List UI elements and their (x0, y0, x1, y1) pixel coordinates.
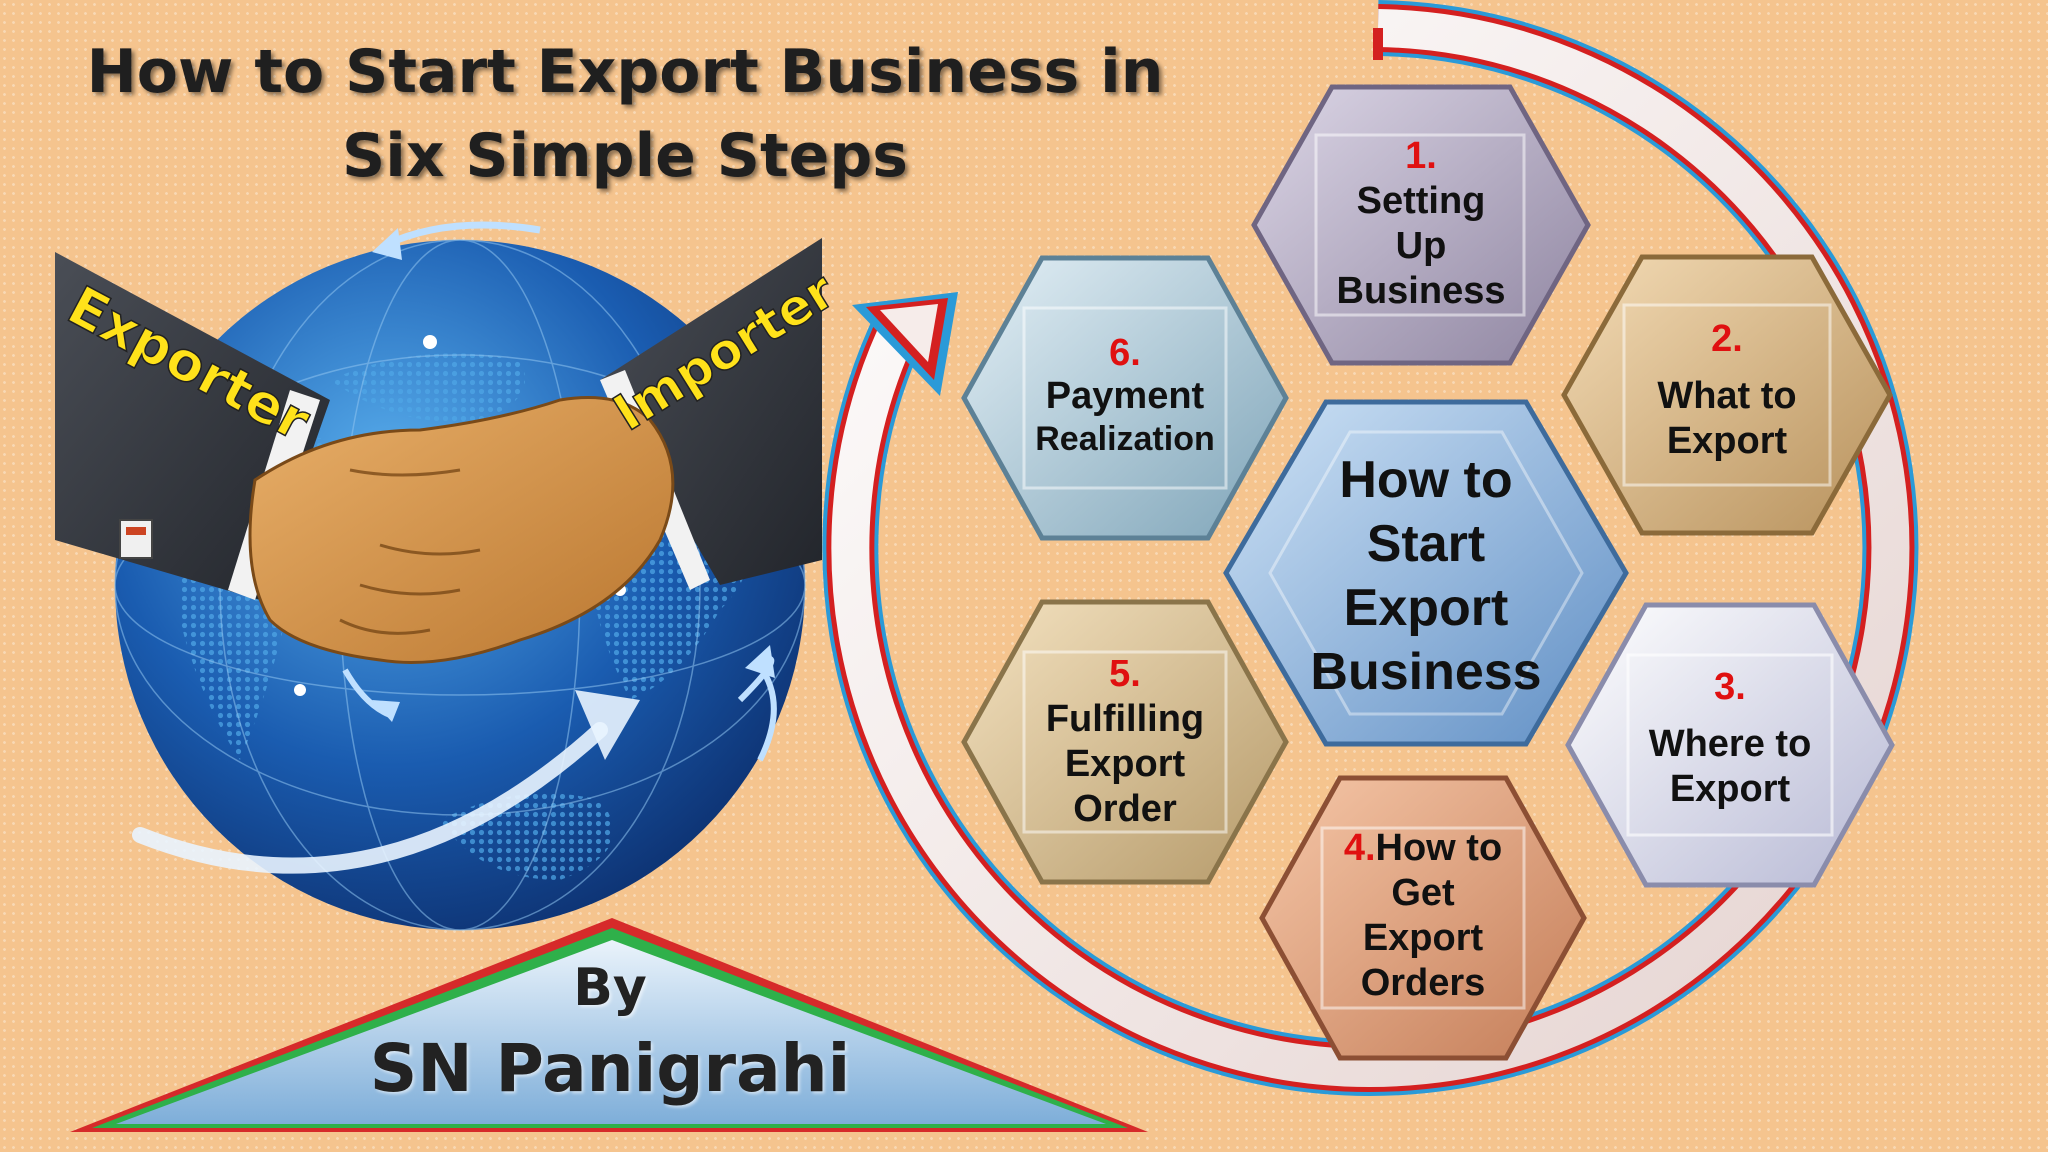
step-6-line-1: Payment (1045, 375, 1205, 417)
step-1-label: 1. Setting Up Business (1311, 134, 1531, 314)
step-2-number: 2. (1711, 318, 1743, 360)
step-3-line-2: Export (1669, 768, 1791, 810)
step-4-line-4: Orders (1360, 962, 1486, 1004)
step-4-line-1: 4.How to (1313, 826, 1533, 871)
step-4-label: 4.How to Get Export Orders (1313, 826, 1533, 1006)
page-title: How to Start Export Business in Six Simp… (40, 30, 1210, 198)
step-5-label: 5. Fulfilling Export Order (1015, 652, 1235, 832)
cufflink-icon (119, 519, 153, 559)
center-hexagon (1223, 399, 1629, 747)
step-6-number: 6. (1109, 332, 1141, 374)
step-2-label: 2. What to Export (1617, 317, 1837, 464)
step-5-hexagon (961, 599, 1289, 885)
step-4-line-1-text: How to (1375, 827, 1503, 869)
importer-sleeve (600, 238, 822, 585)
step-1-line-2: Up (1395, 225, 1447, 267)
step-4-line-3: Export (1362, 917, 1484, 959)
step-4-line-2: Get (1391, 872, 1455, 914)
globe-illustration: Exporter Importer (55, 221, 846, 931)
title-line-2: Six Simple Steps (341, 121, 908, 191)
center-line-1: How to (1339, 451, 1513, 509)
step-2-line-2: Export (1666, 420, 1788, 462)
center-line-2: Start (1366, 515, 1486, 573)
author-banner (70, 918, 1148, 1132)
title-line-1: How to Start Export Business in (86, 37, 1164, 107)
step-2-hexagon (1561, 254, 1893, 536)
step-6-line-2: Realization (1035, 420, 1215, 458)
step-3-hexagon (1565, 602, 1895, 888)
hexagon-group (961, 84, 1895, 1061)
step-5-line-2: Export (1064, 743, 1186, 785)
step-5-number: 5. (1109, 653, 1141, 695)
center-line-3: Export (1343, 579, 1509, 637)
author-by: By (573, 958, 647, 1018)
step-5-line-1: Fulfilling (1045, 698, 1205, 740)
step-6-label: 6. Payment Realization (1005, 332, 1245, 461)
step-3-line-1: Where to (1648, 723, 1812, 765)
author-name: SN Panigrahi (369, 1030, 851, 1107)
center-label: How to Start Export Business (1270, 448, 1582, 704)
step-3-label: 3. Where to Export (1620, 665, 1840, 812)
step-1-hexagon (1251, 84, 1591, 366)
step-3-number: 3. (1714, 666, 1746, 708)
handshake-icon (248, 396, 675, 664)
step-1-line-1: Setting (1356, 180, 1486, 222)
step-5-line-3: Order (1073, 788, 1177, 830)
cycle-arrow (822, 0, 1919, 1096)
step-6-hexagon (961, 255, 1289, 541)
step-4-number: 4. (1343, 827, 1376, 869)
step-1-line-3: Business (1336, 270, 1506, 312)
step-2-line-1: What to (1657, 375, 1797, 417)
center-line-4: Business (1310, 643, 1542, 701)
step-1-number: 1. (1405, 135, 1437, 177)
step-4-hexagon (1259, 775, 1587, 1061)
